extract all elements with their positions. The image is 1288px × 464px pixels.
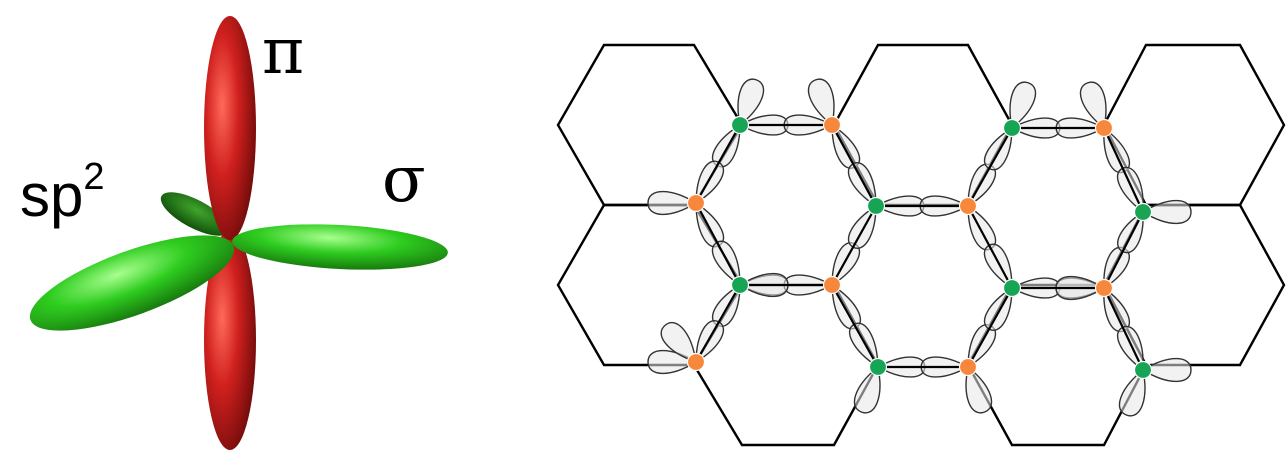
atom-green	[1002, 118, 1022, 138]
atom-orange	[686, 352, 706, 372]
bond-line	[1103, 287, 1144, 371]
atom-orange	[1094, 118, 1114, 138]
sp2-lobe	[1141, 199, 1192, 225]
sp2-lobe	[1118, 368, 1146, 417]
atom-green	[1133, 360, 1153, 380]
bond-line	[1103, 127, 1144, 213]
orbital-diagram: π σ sp2	[0, 0, 520, 464]
atoms	[686, 115, 1153, 380]
atom-green	[1002, 278, 1022, 298]
atom-green	[868, 357, 888, 377]
bond-line	[1103, 211, 1144, 289]
bond-line	[831, 284, 879, 368]
sp2-lobe	[647, 190, 698, 216]
bond-line	[967, 287, 1013, 368]
sp-text: sp	[20, 162, 84, 229]
atom-orange	[822, 275, 842, 295]
pi-lobe-lower	[204, 230, 256, 450]
sp2-lobe	[1009, 81, 1037, 130]
sp2-lobe	[1141, 357, 1192, 383]
bond-line	[695, 284, 741, 363]
lattice-svg	[556, 43, 1286, 447]
sp2-lobe	[1079, 81, 1107, 130]
sp2-label: sp2	[20, 158, 105, 226]
sigma-lobe-right	[232, 224, 448, 270]
bond-line	[967, 205, 1013, 289]
atom-green	[730, 115, 750, 135]
atom-orange	[958, 196, 978, 216]
atom-orange	[958, 357, 978, 377]
sigma-lobe-left	[29, 235, 235, 331]
sigma-lobe-back	[160, 192, 230, 236]
sp2-lobe	[965, 365, 993, 414]
sp2-lobe	[807, 78, 835, 127]
atom-green	[1133, 202, 1153, 222]
bond-line	[967, 127, 1013, 207]
sp2-lobe	[853, 365, 881, 414]
bond-line	[831, 205, 877, 286]
bond-line	[695, 124, 741, 204]
sp-exponent: 2	[83, 156, 105, 198]
pi-label: π	[262, 15, 305, 89]
atom-green	[866, 196, 886, 216]
lattice-diagram	[548, 0, 1288, 464]
atom-orange	[686, 193, 706, 213]
orbital-svg	[29, 16, 448, 450]
sigma-label: σ	[382, 143, 426, 217]
atom-orange	[1094, 278, 1114, 298]
pi-lobe-upper	[204, 16, 256, 240]
bond-line	[695, 202, 741, 286]
hexagon-outlines	[556, 43, 1286, 447]
sp2-lobe	[737, 78, 765, 127]
atom-orange	[822, 115, 842, 135]
atom-green	[730, 275, 750, 295]
sp2-lobe	[660, 321, 697, 364]
bonds	[695, 123, 1144, 371]
bond-line	[831, 124, 877, 207]
